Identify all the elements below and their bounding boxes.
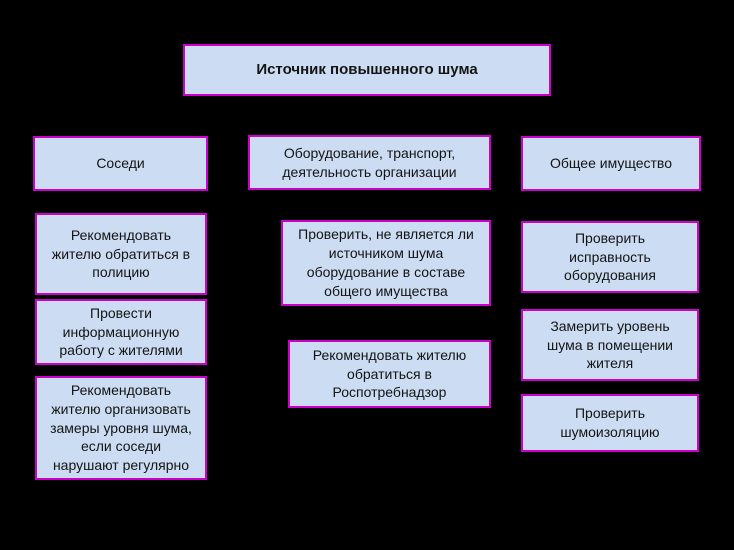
column-header-common-property: Общее имущество	[521, 136, 701, 191]
property-action-measure-noise-level: Замерить уровень шума в помещении жителя	[521, 309, 699, 381]
property-action-check-equipment: Проверить исправность оборудования	[521, 221, 699, 293]
equipment-action-check-common-property-source: Проверить, не является ли источником шум…	[281, 220, 491, 306]
neighbors-action-contact-police: Рекомендовать жителю обратиться в полици…	[35, 213, 207, 295]
column-header-neighbors: Соседи	[33, 136, 208, 191]
neighbors-action-informational-work: Провести информационную работу с жителям…	[35, 299, 207, 365]
equipment-action-contact-rospotrebnadzor: Рекомендовать жителю обратиться в Роспот…	[288, 340, 491, 408]
neighbors-action-noise-measurement: Рекомендовать жителю организовать замеры…	[35, 376, 207, 480]
column-header-equipment-transport: Оборудование, транспорт, деятельность ор…	[248, 135, 491, 190]
diagram-title-box: Источник повышенного шума	[183, 44, 551, 96]
property-action-check-soundproofing: Проверить шумоизоляцию	[521, 394, 699, 452]
